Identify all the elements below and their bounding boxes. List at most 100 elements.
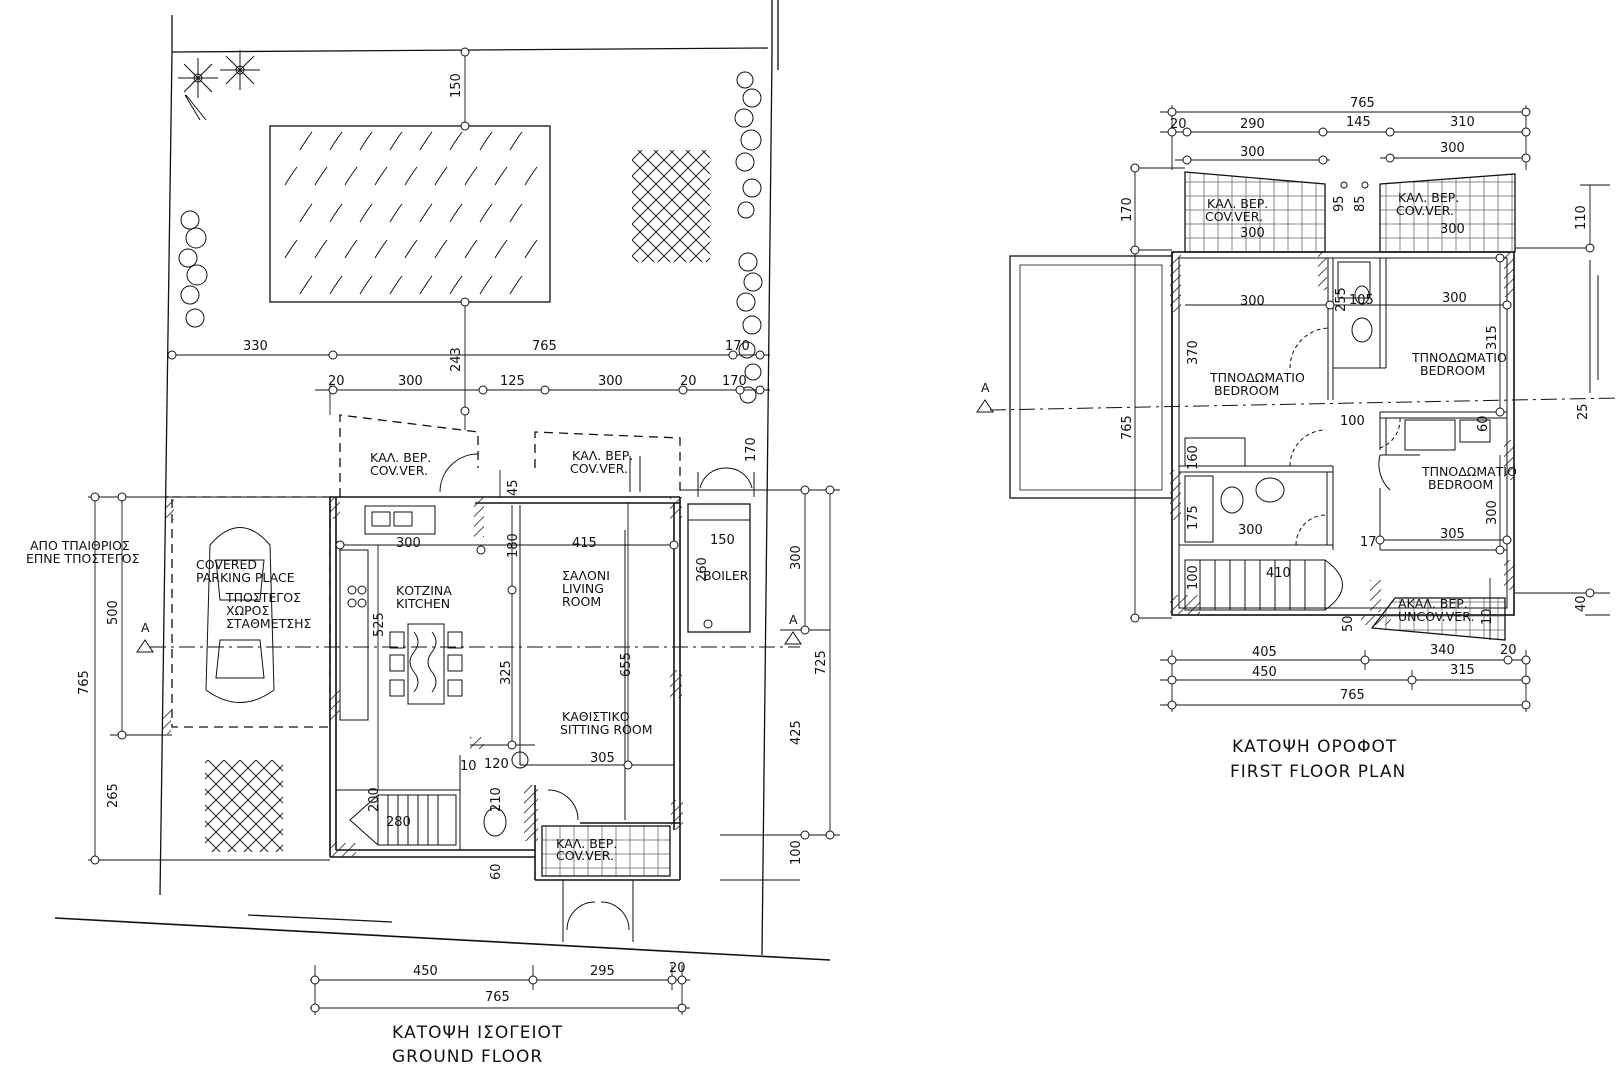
label-verandah-right-en: COV.VER. [570, 461, 628, 476]
label-sitting-en: SITTING ROOM [560, 722, 653, 737]
ff-dim-765-bottom: 765 [1340, 688, 1365, 703]
ground-stairs [349, 794, 457, 846]
dim-765-left: 765 [77, 670, 92, 695]
ff-section-mark: A [981, 380, 990, 395]
dim-300-b: 300 [598, 374, 623, 389]
dim-765-top: 765 [532, 339, 557, 354]
first-bathroom [1184, 261, 1491, 543]
first-floor-title-en: FIRST FLOOR PLAN [1230, 762, 1406, 782]
house-walls [329, 496, 681, 881]
label-parking-gr-1: ΤΠΟΣΤΕΓΟΣ [225, 590, 301, 605]
section-arrow-left [136, 639, 154, 653]
ff-dim-300-d: 300 [1442, 291, 1467, 306]
dim-180: 180 [506, 533, 521, 558]
dim-170-a: 170 [725, 339, 750, 354]
ff-dim-300-f: 300 [1485, 500, 1500, 525]
ff-dim-405: 405 [1252, 645, 1277, 660]
ff-dim-25: 25 [1576, 403, 1591, 420]
ground-wc [483, 751, 579, 837]
label-verandah-left-gr: ΚΑΛ. ΒΕΡ. [370, 450, 431, 465]
section-mark-right: A [789, 612, 798, 627]
label-parking-gr-2: ΧΩΡΟΣ [226, 603, 269, 618]
verandah-top-left [1184, 171, 1326, 253]
ff-label-verandah-bottom-en: UNCOV.VER. [1398, 609, 1474, 624]
verandah-bottom-first [1370, 597, 1506, 641]
label-kitchen-en: KITCHEN [396, 596, 450, 611]
ff-dim-300-ver-left: 300 [1240, 226, 1265, 241]
paved-area [269, 125, 551, 303]
dim-20-c: 20 [669, 961, 686, 976]
dim-300-a: 300 [398, 374, 423, 389]
ff-dim-40: 40 [1574, 595, 1589, 612]
dim-280: 280 [386, 815, 411, 830]
ground-floor-title-gr: ΚΑΤΟΨΗ ΙΣΟΓΕΙΟΤ [392, 1023, 563, 1043]
dim-300-right: 300 [789, 545, 804, 570]
dim-100: 100 [789, 840, 804, 865]
ff-dim-100-b: 100 [1186, 565, 1201, 590]
ff-label-verandah-right-gr: ΚΑΛ. ΒΕΡ. [1398, 190, 1459, 205]
ff-dim-315: 315 [1485, 325, 1500, 350]
first-floor-labels: 765 20 290 145 310 300 300 95 85 300 300… [981, 96, 1591, 782]
right-rail [1515, 247, 1599, 594]
dim-150: 150 [449, 73, 464, 98]
label-living-en: LIVING [562, 581, 604, 596]
ff-label-verandah-left-gr: ΚΑΛ. ΒΕΡ. [1207, 196, 1268, 211]
first-walls [1171, 251, 1515, 616]
label-parking-en-2: PARKING PLACE [196, 570, 295, 585]
ff-dim-60: 60 [1476, 415, 1491, 432]
ff-dim-85: 85 [1353, 195, 1368, 212]
dim-210: 210 [489, 787, 504, 812]
dim-500: 500 [106, 600, 121, 625]
dim-525: 525 [372, 612, 387, 637]
entrance-gate [562, 880, 634, 942]
label-verandah-bottom-gr: ΚΑΛ. ΒΕΡ. [556, 836, 617, 851]
ff-dim-20: 20 [1170, 117, 1187, 132]
ff-dim-305: 305 [1440, 527, 1465, 542]
ff-label-bed2-gr: ΤΠΝΟΔΩΜΑΤΙΟ [1411, 350, 1507, 365]
ff-label-bed1-gr: ΤΠΝΟΔΩΜΑΤΙΟ [1209, 370, 1305, 385]
section-arrow-right [784, 631, 802, 645]
paving-square-top [632, 150, 710, 262]
ff-dim-100: 100 [1340, 414, 1365, 429]
ff-dim-300-b: 300 [1440, 141, 1465, 156]
ff-dim-110: 110 [1574, 205, 1589, 230]
section-line-first [989, 397, 1619, 411]
dim-265: 265 [106, 783, 121, 808]
ff-dim-290: 290 [1240, 117, 1265, 132]
dim-120: 120 [484, 757, 509, 772]
first-interior [1179, 258, 1507, 551]
ff-label-bed1-en: BEDROOM [1214, 383, 1279, 398]
ff-dim-300-e: 300 [1238, 523, 1263, 538]
ff-dim-17: 17 [1360, 535, 1377, 550]
ff-dim-410: 410 [1266, 566, 1291, 581]
dim-45: 45 [506, 479, 521, 496]
ff-dim-340: 340 [1430, 643, 1455, 658]
dim-425: 425 [789, 720, 804, 745]
ff-dim-175: 175 [1186, 505, 1201, 530]
ff-label-verandah-left-en: COV.VER. [1205, 209, 1263, 224]
label-living-en2: ROOM [562, 594, 601, 609]
label-boiler: BOILER [703, 568, 749, 583]
first-floor-title-gr: ΚΑΤΟΨΗ ΟΡΟΦΟΤ [1232, 737, 1397, 757]
ff-dim-20-b: 20 [1500, 643, 1517, 658]
label-living-gr: ΣΑΛΟΝΙ [562, 568, 610, 583]
dim-200: 200 [367, 787, 382, 812]
ff-dim-765-top: 765 [1350, 96, 1375, 111]
ff-dim-315-b: 315 [1450, 663, 1475, 678]
wall-hatch [163, 496, 683, 857]
ff-dim-450: 450 [1252, 665, 1277, 680]
ff-label-verandah-right-en: COV.VER. [1396, 203, 1454, 218]
first-stairs [1184, 559, 1343, 611]
verandah-doors [439, 453, 755, 497]
ground-floor-title-en: GROUND FLOOR [392, 1047, 543, 1067]
ff-dim-300-a: 300 [1240, 145, 1265, 160]
boiler-room [687, 503, 751, 633]
note-line-1: ΑΠΟ ΤΠΑΙΘΡΙΟΣ [30, 538, 130, 553]
dim-295: 295 [590, 964, 615, 979]
ff-dim-95: 95 [1332, 195, 1347, 212]
first-door-swings [1289, 327, 1401, 546]
interior-partitions [336, 505, 674, 850]
dim-260: 260 [695, 557, 710, 582]
dim-415: 415 [572, 536, 597, 551]
dim-60: 60 [489, 863, 504, 880]
